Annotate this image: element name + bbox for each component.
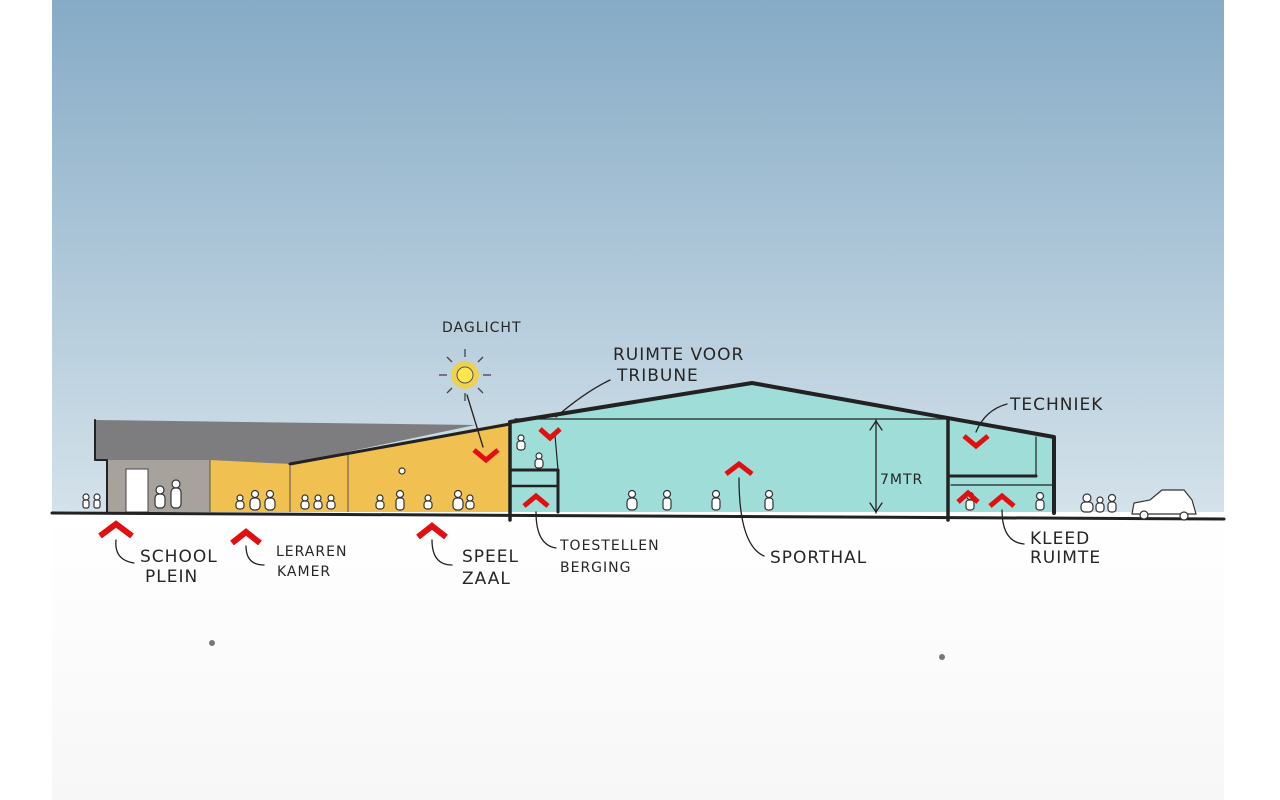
chevron-up-icon xyxy=(988,492,1016,508)
dot-mark xyxy=(939,654,945,660)
label-lerarenkamer-line1: LERAREN xyxy=(276,544,347,560)
school-door xyxy=(125,468,149,513)
sporthal-block xyxy=(508,381,1056,522)
person-icon xyxy=(395,489,405,511)
label-schoolplein-line1: SCHOOL xyxy=(140,547,218,567)
label-height: 7MTR xyxy=(880,472,923,488)
people xyxy=(82,434,1117,513)
label-kleedruimte-line2: RUIMTE xyxy=(1030,548,1101,568)
label-techniek: TECHNIEK xyxy=(1009,395,1103,415)
person-icon xyxy=(534,452,544,469)
person-icon xyxy=(82,493,90,509)
person-icon xyxy=(1080,493,1094,513)
person-icon xyxy=(1095,496,1105,513)
person-icon xyxy=(423,494,433,510)
person-icon xyxy=(93,493,101,509)
person-icon xyxy=(235,494,245,510)
label-kleedruimte-line1: KLEED xyxy=(1030,529,1090,549)
label-berging-line1: TOESTELLEN xyxy=(559,538,660,554)
person-icon xyxy=(465,494,475,510)
person-icon xyxy=(1107,493,1117,513)
ground-line xyxy=(50,511,1226,521)
person-icon xyxy=(170,479,182,509)
car-icon xyxy=(1131,489,1197,521)
label-lerarenkamer-line2: KAMER xyxy=(277,564,331,580)
person-icon xyxy=(711,489,721,511)
label-schoolplein-line2: PLEIN xyxy=(145,567,198,587)
height-dimension xyxy=(869,419,883,514)
label-tribune-line2: TRIBUNE xyxy=(616,366,699,386)
person-icon xyxy=(300,494,310,510)
person-icon xyxy=(264,489,276,511)
yellow-block xyxy=(209,422,512,512)
person-icon xyxy=(375,494,385,510)
sporthal-wall xyxy=(510,383,948,512)
person-icon xyxy=(452,489,464,511)
school-block xyxy=(94,419,475,513)
person-icon xyxy=(249,489,261,511)
label-tribune-line1: RUIMTE VOOR xyxy=(613,345,744,365)
speelzaal-wall xyxy=(290,422,510,512)
person-icon xyxy=(626,489,638,511)
ball-icon xyxy=(398,467,406,475)
dot-mark xyxy=(209,640,215,646)
person-icon xyxy=(764,489,774,511)
person-icon xyxy=(1035,491,1045,511)
label-speelzaal-line2: ZAAL xyxy=(462,569,511,589)
chevron-up-icon xyxy=(724,460,754,476)
school-roof xyxy=(95,420,475,464)
person-icon xyxy=(313,494,323,510)
ground-area xyxy=(52,512,1224,800)
person-icon xyxy=(516,434,526,451)
person-icon xyxy=(154,485,166,509)
label-speelzaal-line1: SPEEL xyxy=(462,547,519,567)
chevron-down-icon xyxy=(962,434,990,450)
label-sporthal: SPORTHAL xyxy=(770,548,867,568)
chevron-up-icon xyxy=(230,528,262,546)
person-icon xyxy=(326,494,336,510)
chevron-down-icon xyxy=(538,427,562,442)
chevron-up-icon xyxy=(956,489,980,504)
chevron-up-icon xyxy=(416,522,448,540)
chevron-down-icon xyxy=(472,448,500,464)
chevron-up-icon xyxy=(98,520,134,539)
label-berging-line2: BERGING xyxy=(560,560,631,576)
person-icon xyxy=(662,489,672,511)
chevron-up-icon xyxy=(522,492,550,508)
sun-icon xyxy=(439,349,491,401)
label-daglicht: DAGLICHT xyxy=(442,320,522,336)
